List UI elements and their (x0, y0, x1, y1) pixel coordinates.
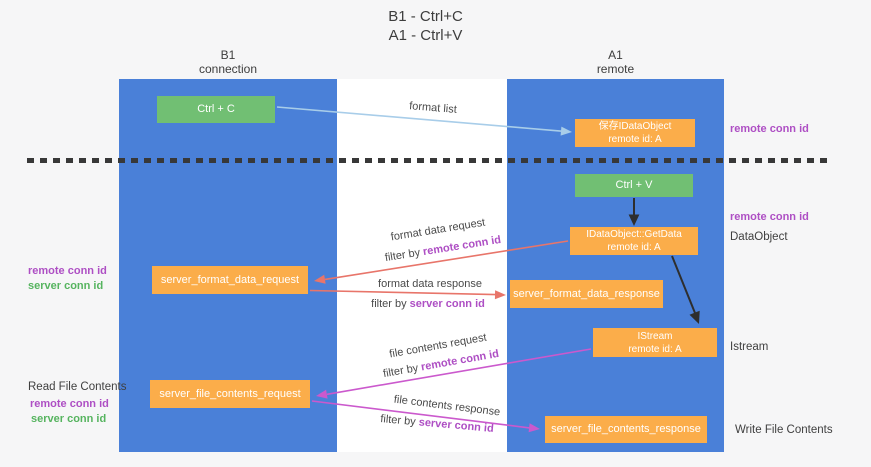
annotation-file-remote-conn-id: remote conn id (30, 398, 109, 410)
node-server-format-data-response: server_format_data_response (510, 280, 663, 308)
node-ctrl-v-label: Ctrl + V (615, 179, 653, 191)
phase-separator-dashed-line (27, 158, 833, 163)
annotation-write-file-contents: Write File Contents (735, 424, 833, 436)
flow-filter-format-data-response: filter by server conn id (371, 298, 485, 310)
node-server-file-contents-response-label: server_file_contents_response (551, 423, 701, 435)
annotation-format-server-conn-id: server conn id (28, 280, 104, 292)
lane-b1-subtitle: connection (198, 62, 258, 76)
node-server-format-data-request-label: server_format_data_request (160, 273, 300, 286)
annotation-remote-conn-id-top: remote conn id (730, 123, 809, 135)
node-ctrl-c-label: Ctrl + C (197, 103, 235, 115)
node-istream-line2: remote id: A (628, 343, 682, 355)
filter-prefix: filter by (371, 298, 407, 310)
node-save-idataobject-line2: remote id: A (608, 134, 662, 145)
annotation-read-file-contents: Read File Contents (28, 381, 127, 393)
node-ctrl-v: Ctrl + V (575, 174, 693, 197)
diagram-title-line1: B1 - Ctrl+C (388, 8, 463, 25)
node-ctrl-c: Ctrl + C (157, 96, 275, 123)
node-istream: IStream remote id: A (593, 328, 717, 357)
annotation-remote-conn-id-mid: remote conn id (730, 211, 809, 223)
annotation-dataobject: DataObject (730, 231, 788, 243)
filter-key-server-conn-id: server conn id (409, 298, 485, 310)
diagram-title: B1 - Ctrl+C A1 - Ctrl+V (0, 7, 851, 45)
annotation-format-remote-conn-id: remote conn id (28, 265, 107, 277)
node-istream-line1: IStream (637, 330, 673, 342)
flow-label-format-data-response: format data response (378, 278, 482, 290)
node-save-idataobject-line1: 保存IDataObject (598, 121, 672, 132)
lane-a1-name: A1 (608, 48, 623, 62)
node-server-file-contents-request: server_file_contents_request (150, 380, 310, 408)
node-idataobject-getdata-line2: remote id: A (607, 242, 661, 253)
node-server-format-data-response-label: server_format_data_response (513, 287, 660, 300)
node-server-format-data-request: server_format_data_request (152, 266, 308, 294)
lane-a1-subtitle: remote (596, 62, 635, 76)
node-server-file-contents-request-label: server_file_contents_request (159, 387, 301, 400)
node-idataobject-getdata-line1: IDataObject::GetData (586, 229, 682, 240)
annotation-istream: Istream (730, 341, 769, 353)
node-server-file-contents-response: server_file_contents_response (545, 416, 707, 443)
lane-b1-name: B1 (220, 48, 236, 62)
lane-header-b1: B1 connection (119, 48, 337, 76)
annotation-file-server-conn-id: server conn id (31, 413, 107, 425)
node-save-idataobject: 保存IDataObject remote id: A (575, 119, 695, 147)
lane-header-a1: A1 remote (507, 48, 724, 76)
diagram-title-line2: A1 - Ctrl+V (388, 27, 463, 44)
node-idataobject-getdata: IDataObject::GetData remote id: A (570, 227, 698, 255)
